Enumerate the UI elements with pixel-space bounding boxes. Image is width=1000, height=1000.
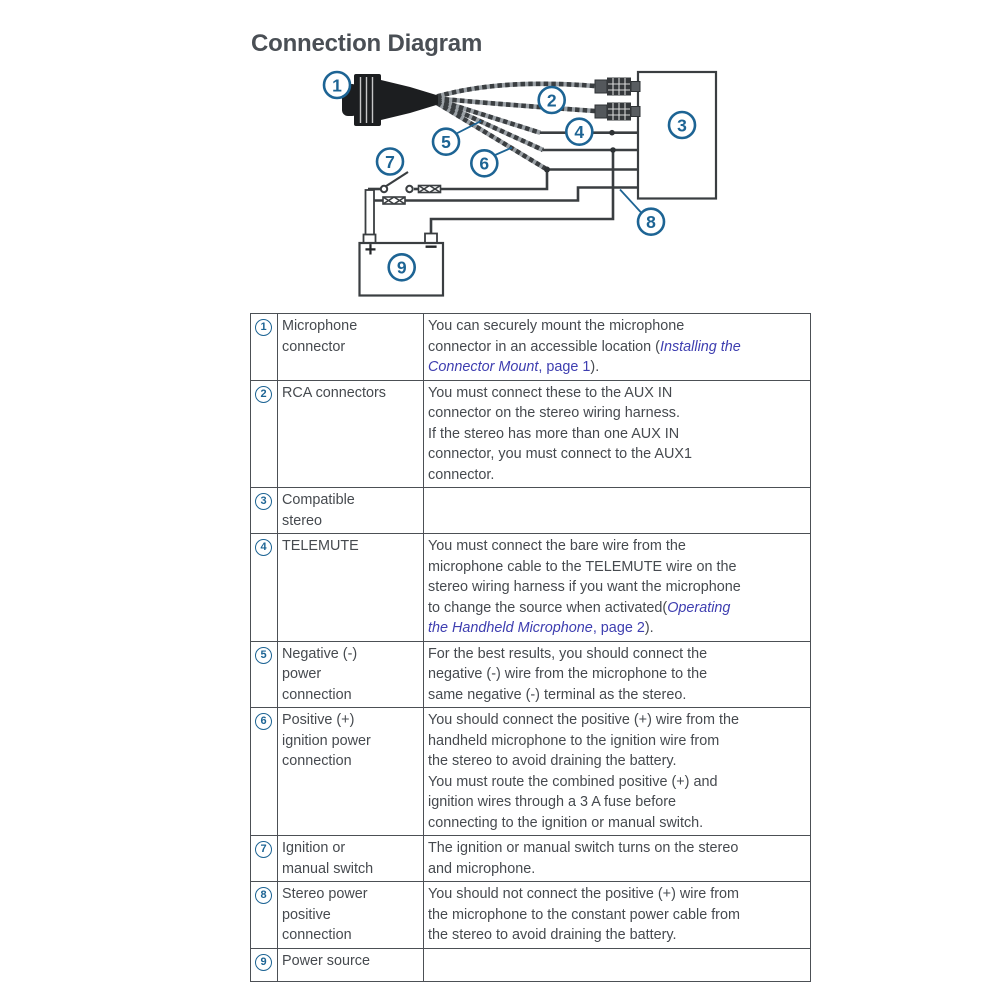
ignition-switch [379, 171, 414, 194]
description-text: ). [644, 620, 654, 636]
callout-6: 6 [469, 149, 499, 178]
description-text: You must connect these to the AUX IN con… [428, 384, 692, 483]
row-number-badge: 6 [255, 713, 272, 730]
svg-text:2: 2 [547, 90, 557, 110]
row-number-badge: 7 [255, 841, 272, 858]
table-row: 9 Power source [250, 947, 811, 982]
cross-reference-link[interactable]: , page 2 [592, 620, 645, 636]
description-text: You should not connect the positive (+) … [428, 886, 740, 943]
row-number-badge: 1 [255, 319, 272, 336]
row-number-cell: 9 [250, 947, 278, 982]
row-number-cell: 2 [250, 379, 278, 488]
callout-2: 2 [537, 85, 567, 115]
junction-dots [544, 129, 616, 173]
component-label: Negative (-) power connection [277, 640, 424, 708]
row-number-cell: 6 [250, 707, 278, 836]
microphone-cables [435, 81, 596, 172]
row-number-badge: 4 [255, 539, 272, 556]
row-number-cell: 7 [250, 835, 278, 882]
callout-leaders [456, 120, 643, 215]
row-number-badge: 8 [255, 887, 272, 904]
negative-return-wire [429, 150, 615, 233]
row-number-cell: 4 [250, 533, 278, 642]
component-label: TELEMUTE [277, 533, 424, 642]
component-description: You should not connect the positive (+) … [423, 881, 811, 949]
component-label: RCA connectors [277, 379, 424, 488]
callout-1: 1 [322, 70, 352, 100]
svg-text:6: 6 [479, 154, 489, 174]
description-text: The ignition or manual switch turns on t… [428, 840, 739, 877]
connection-diagram: + − 1 2 3 4 5 6 7 8 9 [322, 70, 718, 297]
callout-7: 7 [375, 147, 405, 176]
row-number-cell: 1 [250, 313, 278, 381]
battery-minus-symbol: − [425, 234, 438, 259]
combined-positive-wire [441, 169, 549, 191]
callout-5: 5 [431, 127, 461, 156]
row-number-cell: 3 [250, 487, 278, 534]
component-description: You must connect the bare wire from the … [423, 533, 811, 642]
svg-text:3: 3 [677, 115, 687, 135]
callout-4: 4 [564, 117, 594, 146]
svg-text:1: 1 [332, 75, 342, 95]
stereo-constant-power-wire [374, 186, 638, 202]
battery-positive-lead [364, 189, 375, 236]
battery-plus-symbol: + [365, 239, 377, 261]
component-description [423, 487, 811, 534]
description-text: You should connect the positive (+) wire… [428, 712, 740, 831]
component-description: The ignition or manual switch turns on t… [423, 835, 811, 882]
microphone-connector-shape [342, 74, 438, 126]
fuse-constant-power [382, 196, 406, 205]
row-number-cell: 5 [250, 640, 278, 708]
svg-text:5: 5 [441, 132, 451, 152]
svg-text:8: 8 [646, 212, 656, 232]
svg-text:7: 7 [385, 152, 395, 172]
table-row: 3 Compatible stereo [250, 487, 811, 534]
component-label: Power source [277, 947, 424, 982]
component-description: You should connect the positive (+) wire… [423, 707, 811, 836]
rca-plug-top [594, 77, 641, 96]
component-label: Microphone connector [277, 313, 424, 381]
component-description: You must connect these to the AUX IN con… [423, 379, 811, 488]
row-number-badge: 5 [255, 646, 272, 664]
row-number-badge: 3 [255, 493, 272, 510]
svg-text:4: 4 [574, 122, 584, 142]
description-text: ). [590, 359, 600, 375]
row-number-cell: 8 [250, 881, 278, 949]
component-label: Ignition or manual switch [277, 835, 424, 882]
component-label: Positive (+) ignition power connection [277, 707, 424, 836]
cross-reference-link[interactable]: , page 1 [538, 359, 591, 375]
callout-8: 8 [636, 207, 666, 236]
rca-plug-bottom [594, 102, 641, 121]
component-label: Stereo power positive connection [277, 881, 424, 949]
page-title: Connection Diagram [251, 30, 483, 57]
component-description [423, 947, 811, 982]
row-number-badge: 9 [255, 953, 272, 971]
wires [368, 131, 638, 233]
component-label: Compatible stereo [277, 487, 424, 534]
row-number-badge: 2 [255, 385, 272, 403]
callouts: 1 2 3 4 5 6 7 8 9 [322, 70, 697, 282]
cross-reference-link[interactable]: Operating the Handheld Microphone [428, 599, 731, 637]
component-description: For the best results, you should connect… [423, 640, 811, 708]
description-text: You must connect the bare wire from the … [428, 538, 741, 616]
callout-9: 9 [387, 252, 417, 282]
callout-3: 3 [667, 110, 697, 140]
fuse-ignition [417, 184, 442, 194]
component-description: You can securely mount the microphone co… [423, 313, 811, 381]
description-text: For the best results, you should connect… [428, 645, 708, 703]
cross-reference-link[interactable]: Installing the Connector Mount [428, 338, 741, 376]
description-text: You can securely mount the microphone co… [428, 318, 685, 355]
svg-text:9: 9 [397, 258, 407, 278]
